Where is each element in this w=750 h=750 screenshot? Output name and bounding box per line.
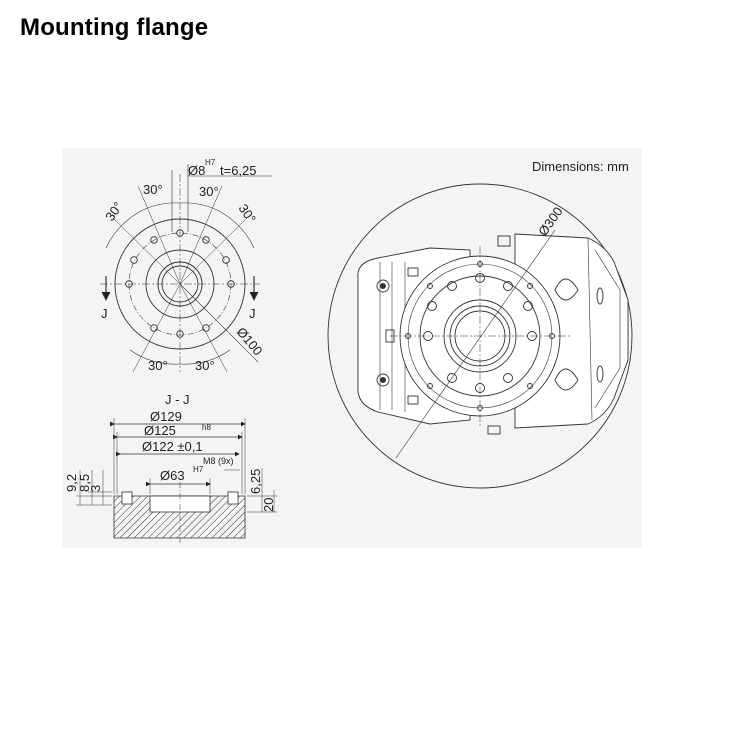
robot-wrist-view: [327, 183, 633, 489]
height-9-2: 9,2: [64, 474, 79, 492]
pin-label: Ø8: [188, 163, 205, 178]
angle-label: 30°: [195, 358, 215, 373]
angle-label: 30°: [143, 182, 163, 197]
angle-label: 30°: [199, 184, 219, 199]
angle-label: 30°: [102, 199, 126, 224]
pin-depth: t=6,25: [220, 163, 257, 178]
diameter-125-tolerance: h8: [202, 423, 211, 432]
thread-label: M8 (9x): [203, 456, 234, 466]
page-title: Mounting flange: [20, 14, 209, 41]
section-marker-left: J: [101, 306, 108, 321]
pitch-circle-label: Ø100: [234, 324, 266, 358]
bolt-hole: [202, 324, 210, 332]
flange-top-view: [100, 164, 272, 373]
angle-label: 30°: [148, 358, 168, 373]
flange-section-view: [76, 418, 277, 545]
bolt-hole: [222, 256, 230, 264]
bolt-hole: [130, 256, 138, 264]
diameter-129: Ø129: [150, 409, 182, 424]
diameter-63: Ø63: [160, 468, 185, 483]
bolt-hole: [202, 236, 210, 244]
bolt-hole: [176, 229, 184, 237]
height-20: 20: [261, 498, 276, 512]
bolt-hole: [150, 236, 158, 244]
diameter-122: Ø122 ±0,1: [142, 439, 203, 454]
pin-tolerance: H7: [205, 158, 216, 167]
units-note: Dimensions: mm: [532, 159, 629, 174]
section-title: J - J: [165, 392, 190, 407]
bolt-hole: [125, 280, 133, 288]
angle-label: 30°: [236, 201, 260, 226]
envelope-diameter: Ø300: [535, 204, 566, 239]
section-marker-right: J: [249, 306, 256, 321]
bolt-hole: [176, 330, 184, 338]
height-6-25: 6,25: [248, 469, 263, 494]
height-8-5: 8,5: [77, 474, 92, 492]
diameter-125: Ø125: [144, 423, 176, 438]
bolt-hole: [227, 280, 235, 288]
bolt-hole: [150, 324, 158, 332]
height-3: 3: [88, 485, 103, 492]
diameter-63-tolerance: H7: [193, 465, 204, 474]
